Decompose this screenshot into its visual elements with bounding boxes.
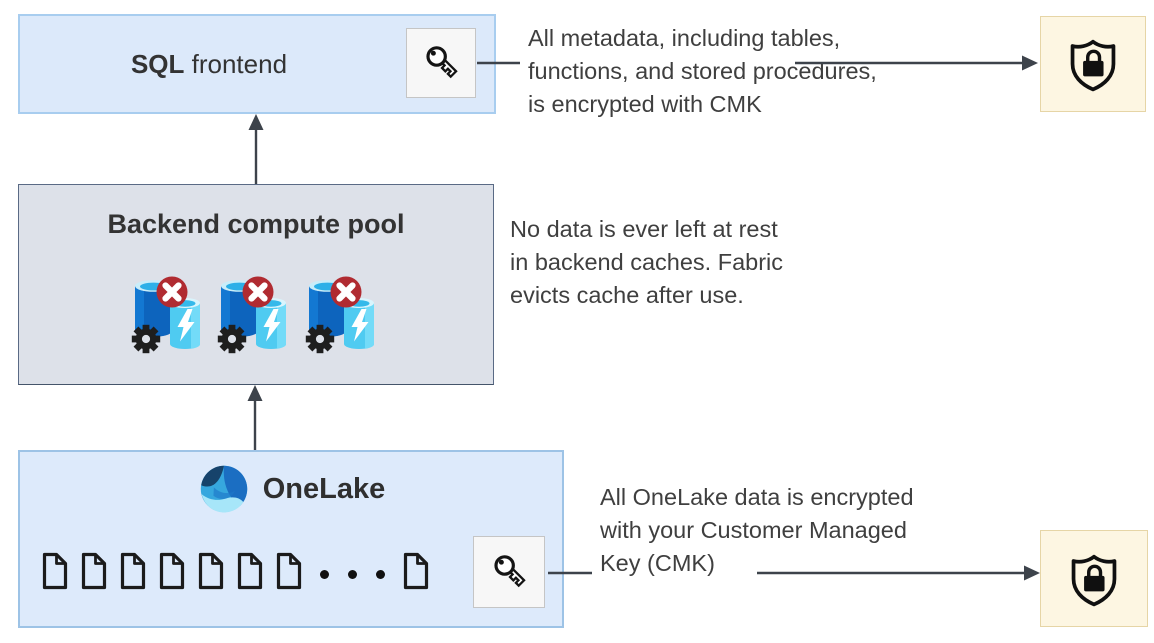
document-icon	[275, 551, 303, 591]
annotation-line: evicts cache after use.	[510, 282, 744, 308]
document-icon	[80, 551, 108, 591]
arrow-onelake-to-backend	[247, 385, 263, 450]
annotation-line: functions, and stored procedures,	[528, 58, 877, 84]
arrow-backend-to-sql	[248, 114, 264, 184]
document-icons-row	[41, 551, 303, 591]
ellipsis-dot	[348, 570, 357, 579]
database-compute-icon	[130, 274, 204, 354]
database-compute-icon	[216, 274, 290, 354]
ellipsis-dot	[376, 570, 385, 579]
document-icon	[119, 551, 147, 591]
ellipsis-dot	[320, 570, 329, 579]
onelake-box: OneLake	[18, 450, 564, 628]
onelake-logo	[197, 462, 251, 516]
shield-box-onelake	[1040, 530, 1148, 627]
document-icon	[158, 551, 186, 591]
annotation-line: is encrypted with CMK	[528, 91, 762, 117]
sql-frontend-box: SQL frontend	[18, 14, 496, 114]
document-icon	[402, 551, 430, 591]
cmk-key-chip-sql	[406, 28, 476, 98]
sql-frontend-label: SQL frontend	[20, 16, 494, 112]
backend-compute-pool-title: Backend compute pool	[107, 209, 405, 239]
key-icon	[415, 37, 467, 89]
annotation-line: All metadata, including tables,	[528, 25, 841, 51]
onelake-cmk-annotation: All OneLake data is encrypted with your …	[600, 481, 914, 580]
metadata-annotation: All metadata, including tables, function…	[528, 22, 877, 121]
annotation-line: Key (CMK)	[600, 550, 715, 576]
ellipsis-dots	[320, 570, 385, 579]
annotation-line: All OneLake data is encrypted	[600, 484, 914, 510]
document-icon	[236, 551, 264, 591]
key-icon	[483, 546, 535, 598]
shield-box-metadata	[1040, 16, 1146, 112]
database-compute-icon	[304, 274, 378, 354]
onelake-header: OneLake	[20, 462, 562, 516]
shield-lock-icon	[1062, 32, 1124, 96]
cache-annotation: No data is ever left at rest in backend …	[510, 213, 783, 312]
annotation-line: in backend caches. Fabric	[510, 249, 784, 275]
onelake-title: OneLake	[262, 472, 386, 505]
document-icon	[41, 551, 69, 591]
document-icon	[197, 551, 225, 591]
cmk-key-chip-onelake	[473, 536, 545, 608]
backend-compute-pool-box: Backend compute pool	[18, 184, 494, 385]
annotation-line: No data is ever left at rest	[510, 216, 778, 242]
sql-frontend-label-bold: SQL	[130, 48, 185, 79]
annotation-line: with your Customer Managed	[600, 517, 907, 543]
shield-lock-icon	[1063, 547, 1125, 611]
sql-frontend-label-regular: frontend	[184, 48, 288, 79]
